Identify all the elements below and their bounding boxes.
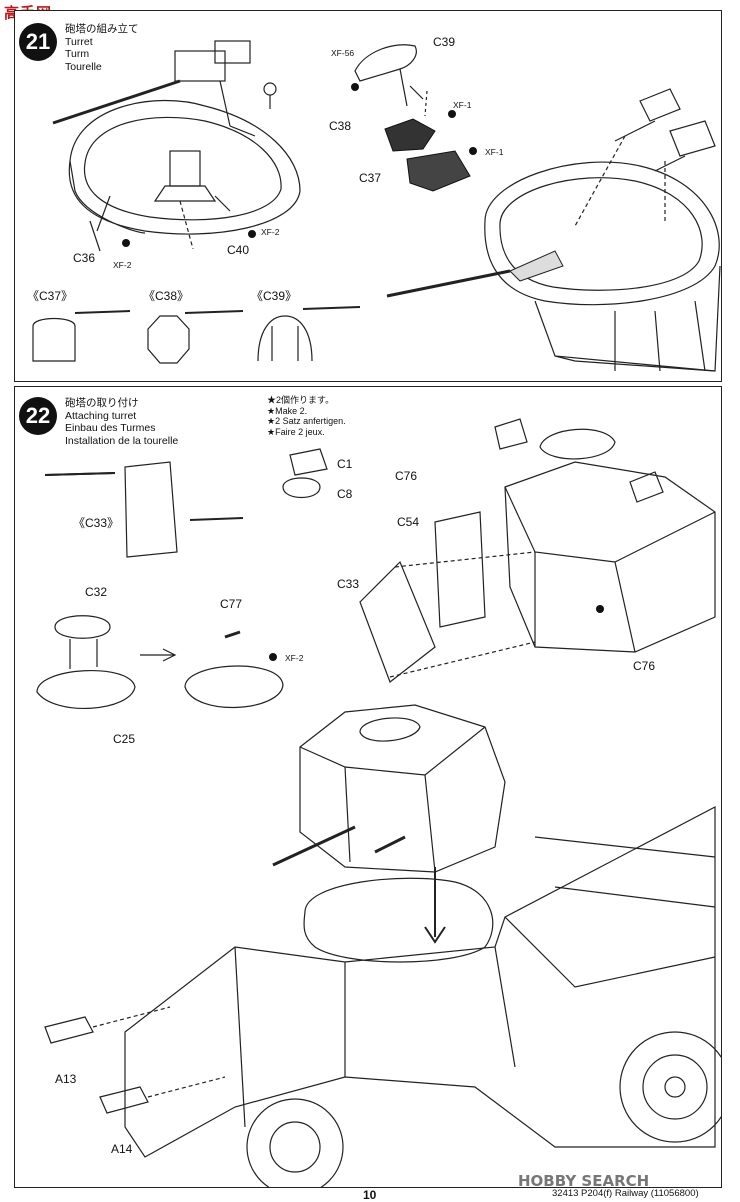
part-label-c38: C38 bbox=[329, 119, 352, 133]
make-two-note: ★2個作ります。 ★Make 2. ★2 Satz anfertigen. ★F… bbox=[267, 395, 346, 437]
step-21-badge: 21 bbox=[19, 23, 57, 61]
part-label-c37: C37 bbox=[359, 171, 382, 185]
template-label-c37: 《C37》 bbox=[27, 289, 74, 303]
step-22-title: 砲塔の取り付け Attaching turret Einbau des Turm… bbox=[65, 397, 178, 447]
part-label-c33: C33 bbox=[337, 577, 360, 591]
part-label-c39: C39 bbox=[433, 35, 456, 49]
make-two-note-ja: ★2個作ります。 bbox=[267, 395, 335, 405]
step-22-title-ja: 砲塔の取り付け bbox=[65, 397, 139, 409]
template-label-c38: 《C38》 bbox=[143, 289, 190, 303]
step-22-badge: 22 bbox=[19, 397, 57, 435]
part-label-c25: C25 bbox=[113, 732, 136, 746]
page-number: 10 bbox=[363, 1188, 377, 1202]
step-21-drawing bbox=[32, 40, 721, 372]
step-21-panel: 21 砲塔の組み立て Turret Turm Tourelle C39 XF-5… bbox=[14, 10, 722, 382]
step-21-number: 21 bbox=[25, 29, 51, 54]
step-22-title-fr: Installation de la tourelle bbox=[65, 434, 179, 447]
paint-label-xf2-b: XF-2 bbox=[113, 260, 132, 270]
step-21-title-en: Turret bbox=[65, 35, 93, 48]
paint-label-xf56: XF-56 bbox=[331, 48, 355, 58]
part-label-c1: C1 bbox=[337, 457, 353, 471]
part-label-c76-top: C76 bbox=[395, 469, 418, 483]
paint-label-xf1-a: XF-1 bbox=[453, 100, 472, 110]
part-label-c8: C8 bbox=[337, 487, 353, 501]
template-label-c39: 《C39》 bbox=[251, 289, 298, 303]
step-21-title: 砲塔の組み立て Turret Turm Tourelle bbox=[65, 23, 139, 73]
part-label-c32: C32 bbox=[85, 585, 108, 599]
hobby-search-logo-text: HOBBY SEARCH bbox=[518, 1172, 650, 1190]
step-22-drawing bbox=[36, 418, 721, 1187]
step-21-title-ja: 砲塔の組み立て bbox=[65, 23, 139, 35]
paint-label-xf2: XF-2 bbox=[285, 653, 304, 663]
make-two-note-de: ★2 Satz anfertigen. bbox=[267, 416, 346, 426]
part-label-c76-bottom: C76 bbox=[633, 659, 656, 673]
step-21-title-de: Turm bbox=[65, 48, 90, 60]
make-two-note-en: ★Make 2. bbox=[267, 405, 308, 416]
hobby-search-logo: HOBBY SEARCH bbox=[518, 1172, 649, 1190]
step-22-title-en: Attaching turret bbox=[65, 409, 137, 422]
step-22-panel: 22 砲塔の取り付け Attaching turret Einbau des T… bbox=[14, 386, 722, 1188]
part-label-c77: C77 bbox=[220, 597, 243, 611]
paint-label-xf2-a: XF-2 bbox=[261, 227, 280, 237]
product-code: 32413 P204(f) Railway (11056800) bbox=[552, 1188, 699, 1199]
template-label-c33: 《C33》 bbox=[73, 516, 120, 530]
make-two-note-fr: ★Faire 2 jeux. bbox=[267, 426, 325, 437]
part-label-c36: C36 bbox=[73, 251, 96, 265]
part-label-a14: A14 bbox=[111, 1142, 133, 1156]
part-label-a13: A13 bbox=[55, 1072, 77, 1086]
paint-label-xf1-b: XF-1 bbox=[485, 147, 504, 157]
part-label-c40: C40 bbox=[227, 243, 250, 257]
step-22-number: 22 bbox=[25, 403, 51, 428]
part-label-c54: C54 bbox=[397, 515, 420, 529]
step-21-title-fr: Tourelle bbox=[65, 60, 102, 73]
step-22-title-de: Einbau des Turmes bbox=[65, 422, 156, 434]
